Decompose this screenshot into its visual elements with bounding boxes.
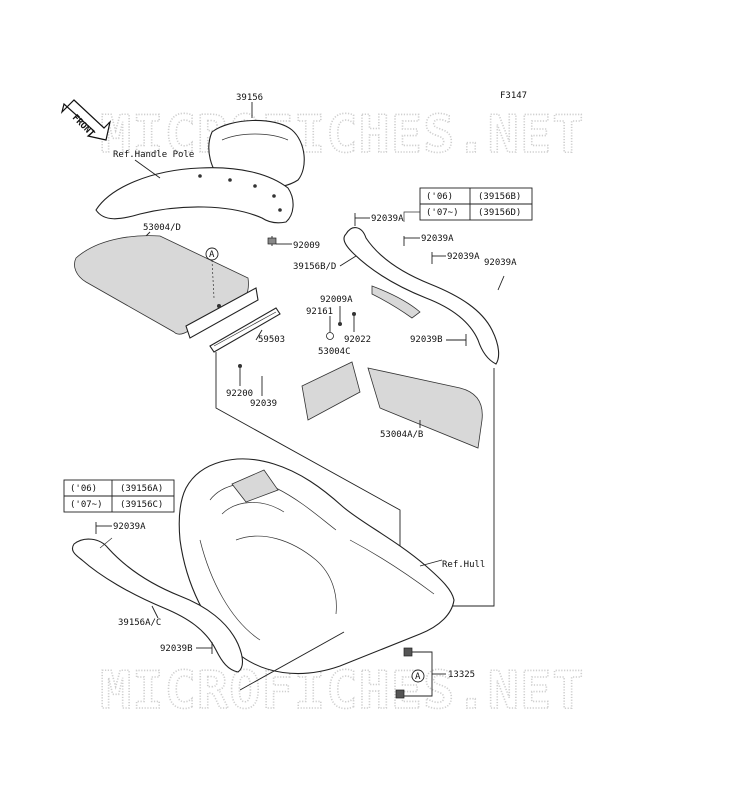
callout-92009: 92009 [293, 241, 320, 251]
pad-53004ab [367, 367, 483, 449]
callout-92022: 92022 [344, 335, 371, 345]
table-right: ('06) (39156B) ('07~) (39156D) [419, 187, 533, 221]
strip-59503 [209, 307, 281, 353]
callout-53004c: 53004C [318, 347, 351, 357]
trim-39156bd [343, 227, 500, 365]
callout-39156: 39156 [236, 93, 263, 103]
callout-39156bd: 39156B/D [293, 262, 336, 272]
callout-92039a-4: 92039A [484, 258, 517, 268]
callout-13325: 13325 [448, 670, 475, 680]
ref-a-bottom: A [415, 672, 421, 682]
table-right-part-1: (39156D) [478, 208, 521, 218]
table-right-year-0: ('06) [426, 192, 453, 202]
callout-92039b-right: 92039B [410, 335, 443, 345]
table-left-part-0: (39156A) [120, 484, 163, 494]
ref-a-top: A [209, 250, 215, 260]
callout-92039a-1: 92039A [371, 214, 404, 224]
callout-92039b-left: 92039B [160, 644, 193, 654]
callout-53004d: 53004/D [143, 223, 181, 233]
callout-53004ab: 53004A/B [380, 430, 423, 440]
trim-39156ac [71, 537, 244, 673]
mat-53004d [74, 235, 259, 339]
callout-39156ac: 39156A/C [118, 618, 161, 628]
callout-92009a: 92009A [320, 295, 353, 305]
callout-92039-mid: 92039 [250, 399, 277, 409]
table-left: ('06) (39156A) ('07~) (39156C) [63, 479, 175, 513]
table-left-year-1: ('07~) [70, 500, 103, 510]
table-left-year-0: ('06) [70, 484, 97, 494]
table-right-part-0: (39156B) [478, 192, 521, 202]
callout-ref-hull: Ref.Hull [442, 560, 485, 570]
callout-92161: 92161 [306, 307, 333, 317]
callout-59503: 59503 [258, 335, 285, 345]
callout-92039a-left: 92039A [113, 522, 146, 532]
hull [178, 458, 455, 675]
table-left-part-1: (39156C) [120, 500, 163, 510]
pad-53004c [301, 361, 361, 421]
figure-code: F3147 [500, 91, 527, 101]
callout-92200: 92200 [226, 389, 253, 399]
watermark-top: MICROFICHES.NET [100, 105, 585, 165]
callout-92039a-2: 92039A [421, 234, 454, 244]
callout-92039a-3: 92039A [447, 252, 480, 262]
handle-pole-panel [95, 167, 294, 224]
table-right-year-1: ('07~) [426, 208, 459, 218]
callout-ref-handle-pole: Ref.Handle Pole [113, 150, 194, 160]
watermark-bottom: MICROFICHES.NET [100, 661, 585, 721]
